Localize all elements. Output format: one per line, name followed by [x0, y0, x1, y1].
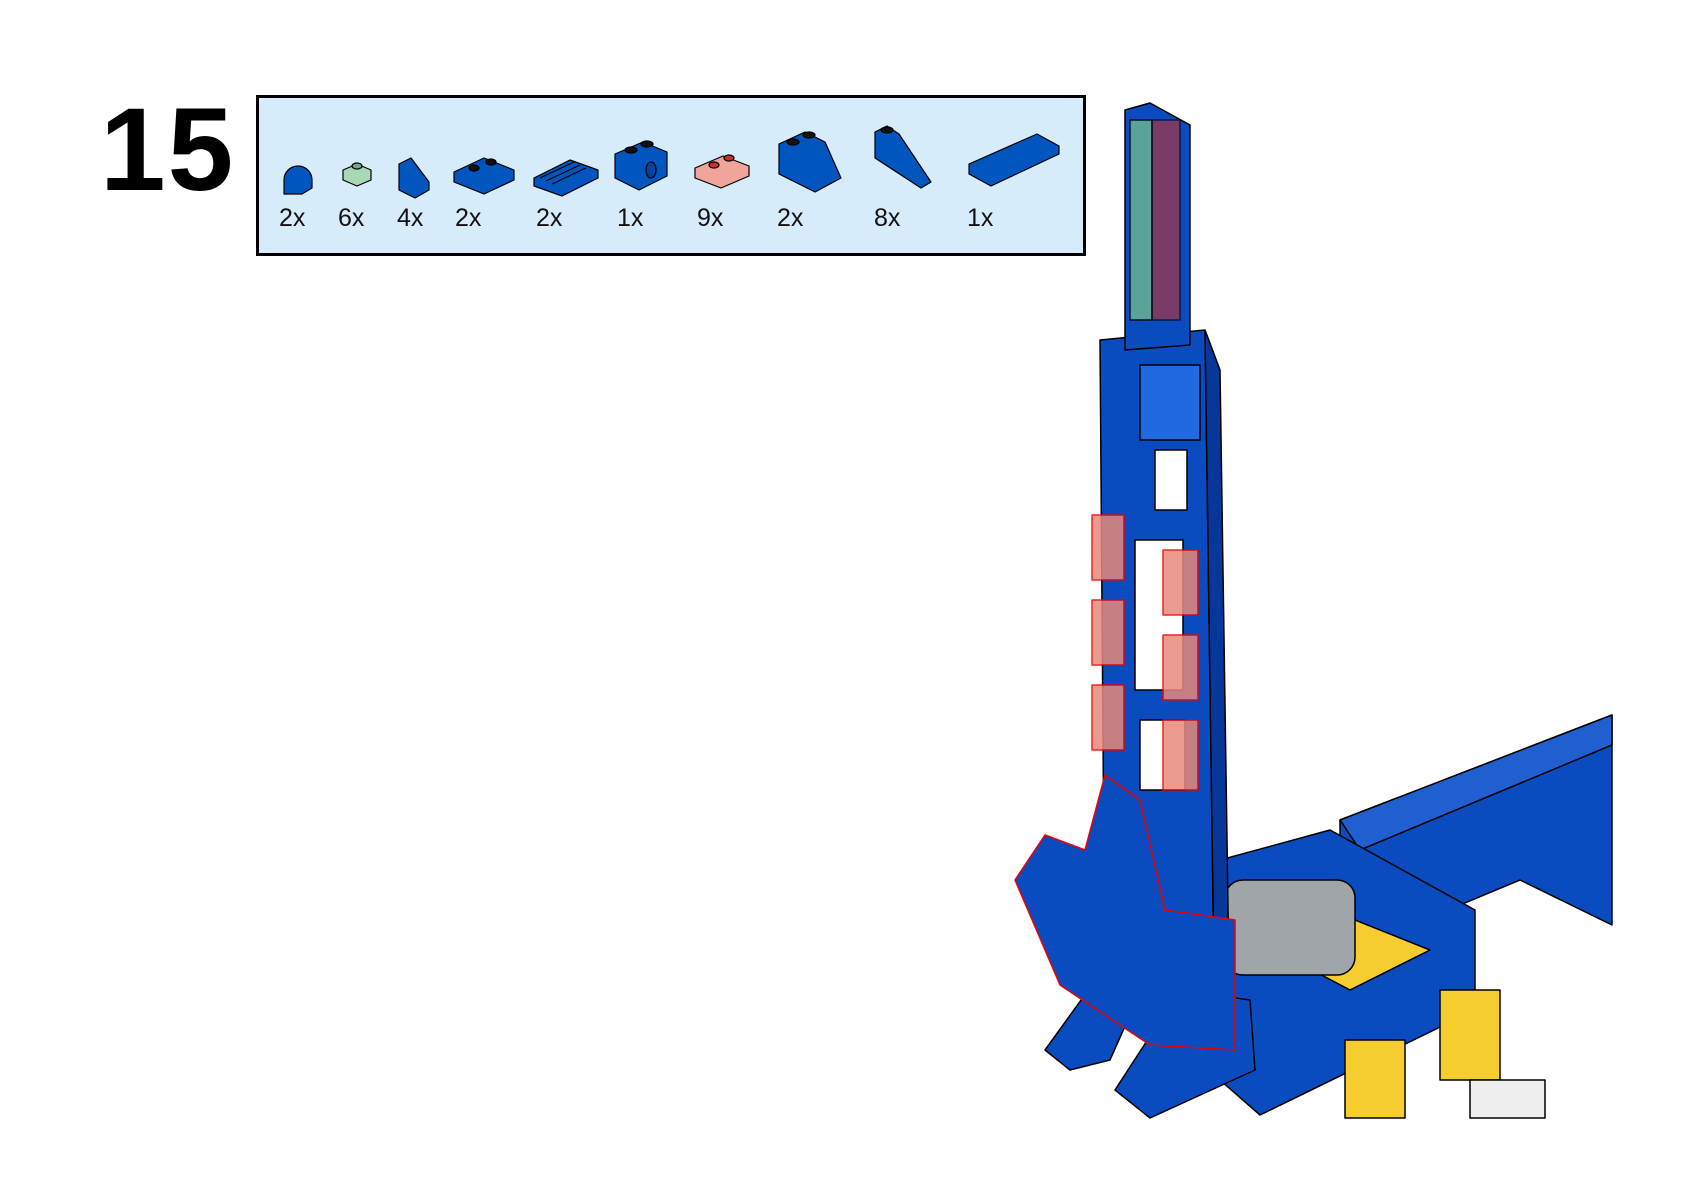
part-qty: 4x [397, 204, 424, 232]
slope-1x1-icon [398, 157, 430, 199]
part-qty: 2x [777, 204, 804, 232]
gray-tile [1224, 879, 1356, 976]
tile-2x4-icon [968, 133, 1060, 187]
part-qty: 6x [338, 204, 365, 232]
trans-plate-icon [694, 154, 750, 189]
yellow-tank [1344, 1039, 1406, 1119]
slope-1x3-icon [874, 125, 932, 189]
step-number: 15 [100, 84, 236, 216]
part-qty: 2x [279, 204, 306, 232]
plate-1x2-icon [453, 157, 515, 195]
slope-2x2-icon [778, 131, 842, 193]
plate-1x1-icon [342, 162, 372, 187]
parts-list-panel: 2x 6x 4x 2x 2x 1x 9x 2x 8x 1x [256, 95, 1086, 256]
part-qty: 8x [874, 204, 901, 232]
yellow-tank [1439, 989, 1501, 1081]
part-qty: 2x [536, 204, 563, 232]
grille-tile-icon [533, 159, 599, 197]
round-tile-icon [283, 165, 313, 195]
technic-brick-icon [614, 140, 668, 191]
part-qty: 1x [967, 204, 994, 232]
parts-icons [283, 125, 1060, 199]
part-qty: 1x [617, 204, 644, 232]
part-qty: 9x [697, 204, 724, 232]
part-qty: 2x [455, 204, 482, 232]
